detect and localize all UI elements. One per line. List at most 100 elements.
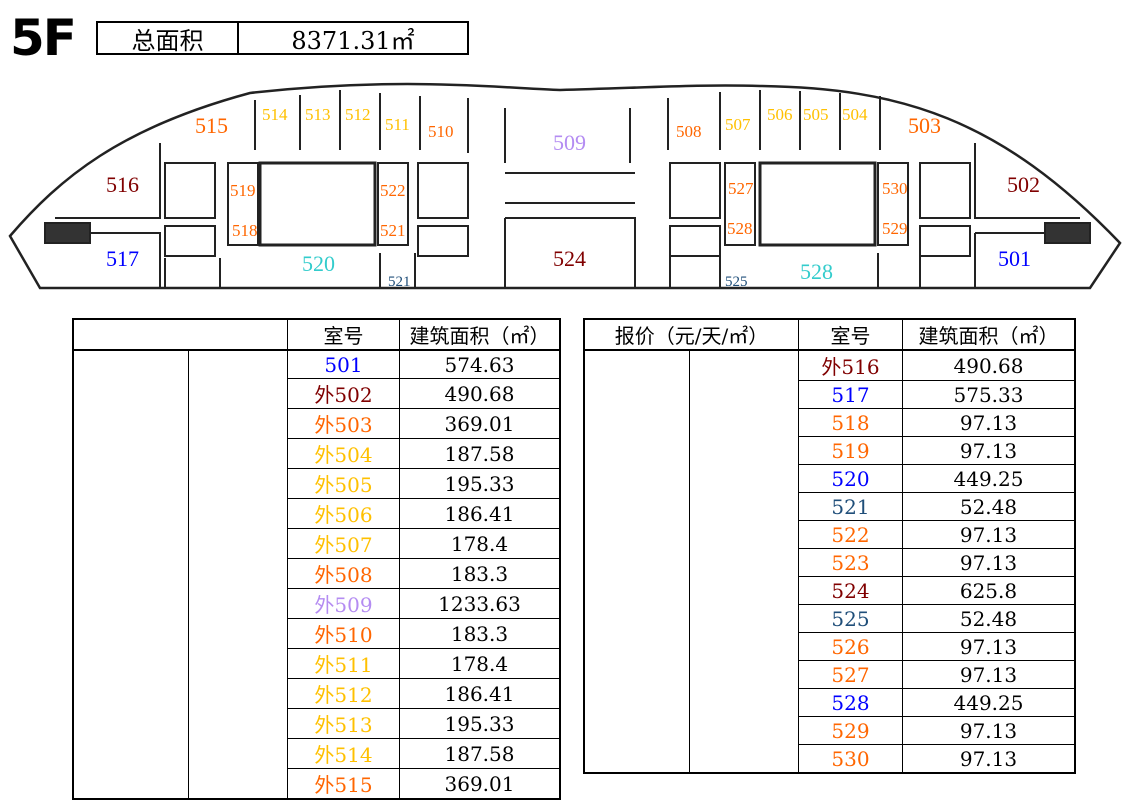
room-number-cell: 501 (287, 349, 400, 379)
room-number-cell: 520 (798, 464, 903, 493)
plan-label-521: 521 (380, 221, 406, 240)
room-number-cell: 外509 (287, 588, 400, 619)
plan-label-520: 520 (302, 251, 335, 276)
area-cell: 183.3 (399, 618, 561, 649)
area-cell: 186.41 (399, 678, 561, 709)
room-number-cell: 523 (798, 548, 903, 577)
plan-walls (8, 82, 1122, 290)
total-area-value: 8371.31㎡ (291, 26, 415, 55)
price-cell (583, 349, 690, 774)
area-cell: 97.13 (902, 548, 1076, 577)
room-number-cell: 525 (798, 604, 903, 633)
area-cell: 97.13 (902, 520, 1076, 549)
plan-label-508: 508 (676, 122, 702, 141)
room-number-cell: 518 (798, 408, 903, 437)
price-cell (72, 349, 189, 800)
header-room-number: 室号 (798, 318, 903, 351)
area-cell: 625.8 (902, 576, 1076, 605)
header-blank (72, 318, 288, 351)
area-cell: 178.4 (399, 648, 561, 679)
room-number-cell: 517 (798, 380, 903, 409)
plan-label-516: 516 (106, 172, 139, 197)
room-number-cell: 外511 (287, 648, 400, 679)
plan-label-512: 512 (345, 105, 371, 124)
header-room-number: 室号 (287, 318, 400, 351)
table-header-row: 室号 建筑面积（㎡） (72, 318, 561, 351)
plan-label-506: 506 (767, 105, 793, 124)
plan-label-505: 505 (803, 105, 829, 124)
room-number-cell: 外513 (287, 708, 400, 739)
area-cell: 1233.63 (399, 588, 561, 619)
blank-cell (689, 349, 799, 774)
room-number-cell: 外514 (287, 738, 400, 769)
header-area: 建筑面积（㎡） (399, 318, 561, 351)
plan-label-504: 504 (842, 105, 868, 124)
area-cell: 97.13 (902, 744, 1076, 774)
room-number-cell: 外510 (287, 618, 400, 649)
room-number-cell: 527 (798, 660, 903, 689)
area-cell: 97.13 (902, 632, 1076, 661)
floor-plan: 515 514 513 512 511 510 509 508 507 506 … (8, 82, 1122, 290)
area-cell: 449.25 (902, 464, 1076, 493)
plan-label-518: 518 (232, 221, 258, 240)
plan-label-528: 528 (727, 219, 753, 238)
header-price: 报价（元/天/㎡） (583, 318, 799, 351)
area-cell: 97.13 (902, 660, 1076, 689)
plan-label-507: 507 (725, 115, 751, 134)
plan-label-502: 502 (1007, 172, 1040, 197)
area-cell: 186.41 (399, 498, 561, 529)
total-area-box: 总面积 8371.31㎡ (96, 21, 469, 55)
area-cell: 183.3 (399, 558, 561, 589)
room-number-cell: 外508 (287, 558, 400, 589)
room-number-cell: 530 (798, 744, 903, 774)
room-number-cell: 外512 (287, 678, 400, 709)
room-number-cell: 521 (798, 492, 903, 521)
area-cell: 187.58 (399, 738, 561, 769)
plan-label-509: 509 (553, 130, 586, 155)
plan-label-529: 529 (882, 219, 908, 238)
plan-label-517: 517 (106, 246, 139, 271)
area-cell: 52.48 (902, 492, 1076, 521)
plan-label-530: 530 (882, 179, 908, 198)
plan-label-524: 524 (553, 246, 586, 271)
plan-label-511: 511 (385, 115, 410, 134)
blank-cell (188, 349, 288, 800)
total-area-label: 总面积 (98, 23, 239, 55)
plan-label-519: 519 (230, 181, 256, 200)
table-header-row: 报价（元/天/㎡） 室号 建筑面积（㎡） (583, 318, 1076, 351)
room-number-cell: 外505 (287, 468, 400, 499)
plan-label-521-lower: 521 (388, 274, 411, 290)
plan-label-501: 501 (998, 246, 1031, 271)
area-cell: 490.68 (902, 349, 1076, 381)
plan-label-503: 503 (908, 113, 941, 138)
area-cell: 575.33 (902, 380, 1076, 409)
area-cell: 97.13 (902, 408, 1076, 437)
plan-label-528-lower: 528 (800, 259, 833, 284)
room-number-cell: 外506 (287, 498, 400, 529)
plan-label-515: 515 (195, 113, 228, 138)
area-cell: 97.13 (902, 436, 1076, 465)
room-number-cell: 外504 (287, 438, 400, 469)
plan-label-525: 525 (725, 274, 748, 290)
